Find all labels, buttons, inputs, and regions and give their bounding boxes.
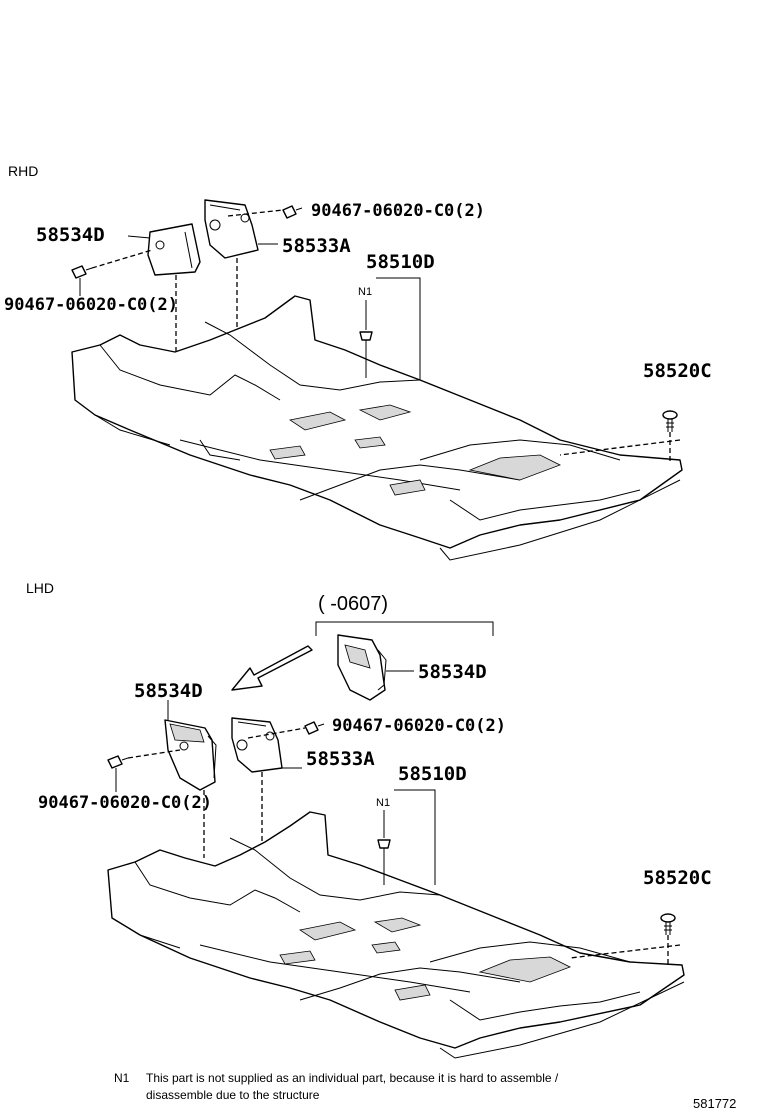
callout-58510d-rhd: 58510D [366,251,435,273]
footnote-text-line1: This part is not supplied as an individu… [146,1071,559,1085]
hollow-arrow-icon [231,645,313,691]
part-58534d-bracket-lhd [164,719,217,791]
clip-icon [359,331,373,341]
callout-58534d-lhd: 58534D [134,680,203,702]
callout-58534d-inset: 58534D [418,661,487,683]
callout-bolt-upper-rhd: 90467-06020-C0(2) [311,201,485,221]
rhd-section-label: RHD [8,163,38,179]
part-58533a-bracket-rhd [204,199,259,259]
callout-58520c-rhd: 58520C [643,360,712,382]
floor-carpet-rhd [71,295,683,561]
bolt-icon [71,265,93,279]
callout-58510d-lhd: 58510D [398,763,467,785]
callout-58534d-rhd: 58534D [36,224,105,246]
range-label-lhd: ( -0607) [318,593,388,615]
bolt-icon [282,205,303,219]
diagram-id: 581772 [693,1096,736,1111]
part-58533a-bracket-lhd [231,717,283,773]
callout-58520c-lhd: 58520C [643,867,712,889]
push-fastener-icon [660,913,676,935]
part-58534d-inset-bracket [337,634,387,701]
n1-marker-rhd: N1 [358,286,372,298]
footnote-text-line2: disassemble due to the structure [146,1088,320,1102]
clip-icon [377,839,391,849]
callout-bolt-lower-lhd: 90467-06020-C0(2) [38,793,212,813]
lhd-section-label: LHD [26,580,54,596]
bolt-icon [107,755,129,769]
callout-bolt-upper-lhd: 90467-06020-C0(2) [332,716,506,736]
callout-58533a-lhd: 58533A [306,748,375,770]
part-58534d-bracket-rhd [147,223,201,276]
footnote-marker: N1 [114,1071,130,1085]
bolt-icon [304,721,325,735]
callout-bolt-lower-rhd: 90467-06020-C0(2) [4,295,178,315]
floor-carpet-lhd [107,811,685,1059]
n1-marker-lhd: N1 [376,797,390,809]
callout-58533a-rhd: 58533A [282,235,351,257]
push-fastener-icon [662,410,678,432]
